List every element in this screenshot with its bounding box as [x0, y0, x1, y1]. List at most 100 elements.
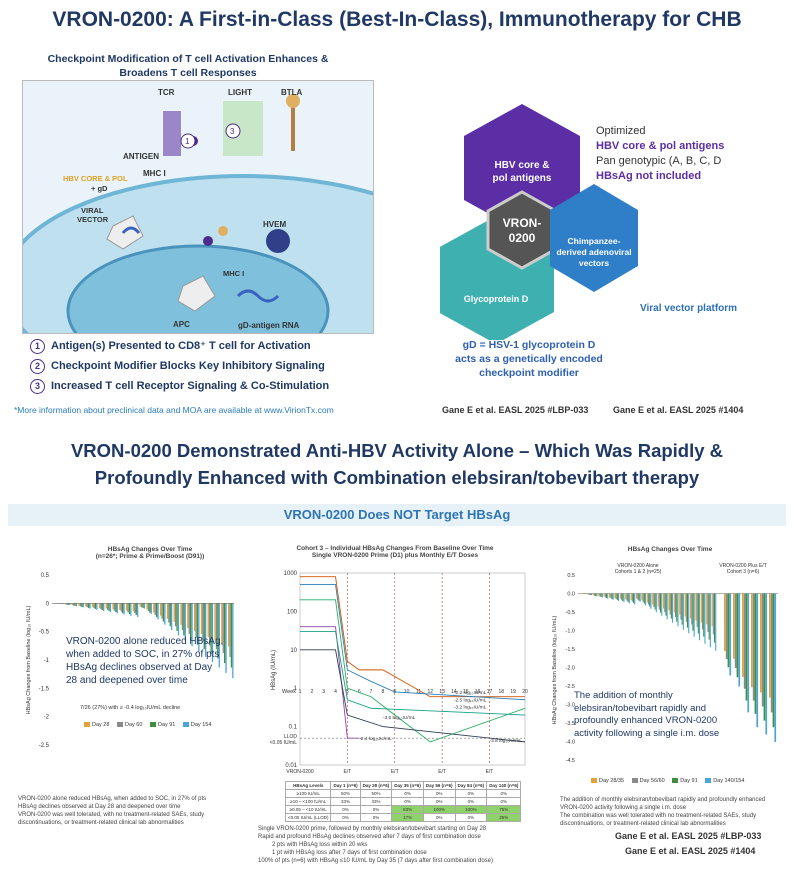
table-header-cell: Day 56 (n=6) [422, 781, 456, 790]
waterfall-bar [595, 593, 597, 596]
table-cell: ≥100 IU/mL [284, 789, 332, 798]
step-number: 3 [30, 378, 45, 394]
week-tick: 12 [427, 689, 433, 695]
waterfall-bar [184, 603, 186, 641]
label-apc: APC [173, 320, 190, 329]
table-cell: 17% [391, 813, 424, 822]
y-tick-label: -3.0 [566, 703, 575, 709]
waterfall-bar [685, 593, 687, 623]
legend-label: Day 140/154 [713, 778, 745, 784]
waterfall-bar [706, 593, 708, 625]
waterfall-bar [691, 593, 693, 625]
bullet-item: VRON-0200 was well tolerated, with no tr… [18, 812, 205, 826]
waterfall-bar [631, 593, 633, 602]
waterfall-bar [634, 593, 636, 605]
step3-marker [225, 123, 241, 139]
y-tick-label: -4.0 [566, 740, 575, 746]
bullet-item: Rapid and profound HBsAg declines observ… [258, 834, 481, 840]
waterfall-bar [154, 603, 156, 615]
combo-bar [774, 593, 777, 742]
lloq-label: <0.05 IU/mL [270, 740, 298, 746]
optimized-block: Optimized HBV core & pol antigens Pan ge… [596, 124, 724, 184]
hex-hbv-antigens [464, 104, 580, 232]
y-tick-label: -1.5 [39, 686, 50, 692]
combo-bar [756, 593, 759, 728]
waterfall-bar [94, 603, 97, 609]
left-callout: VRON-0200 alone reduced HBsAg, when adde… [66, 635, 226, 687]
label-mhc1: MHC I [143, 169, 166, 178]
combo-bar [747, 593, 750, 713]
waterfall-bar [191, 603, 193, 647]
legend-swatch [705, 778, 712, 784]
left-chart-title: HBsAg Changes Over Time (n=26*; Prime & … [50, 546, 250, 560]
waterfall-bar [171, 603, 173, 631]
table-cell: 0% [454, 813, 488, 822]
combo-bar [727, 593, 730, 668]
waterfall-bar [183, 603, 185, 636]
waterfall-bar [116, 603, 118, 614]
waterfall-bar [649, 593, 651, 607]
waterfall-bar [229, 603, 231, 657]
waterfall-bar [673, 593, 675, 613]
waterfall-bar [215, 603, 218, 650]
waterfall-bar [195, 603, 197, 638]
table-cell: 100% [422, 805, 456, 814]
waterfall-bar [107, 603, 109, 610]
waterfall-bar [82, 603, 84, 608]
section-title: VRON-0200 Demonstrated Anti-HBV Activity… [70, 440, 724, 488]
combo-bar [751, 593, 753, 688]
waterfall-bar [655, 593, 657, 613]
week-tick: 16 [475, 689, 481, 695]
group-label: Cohort 3 (n=6) [727, 569, 760, 575]
waterfall-bar [693, 593, 695, 637]
y-tick-label: -0.5 [39, 630, 50, 636]
waterfall-bar [173, 603, 175, 622]
combo-bar [772, 593, 775, 728]
waterfall-bar [96, 603, 98, 610]
waterfall-bar [205, 603, 207, 657]
y-tick-label: -1.0 [566, 629, 575, 635]
ref-lbp: Gane E et al. EASL 2025 #LBP-033 [442, 405, 589, 415]
opt-line: Pan genotypic (A, B, C, D [596, 155, 722, 167]
table-cell: 0% [330, 813, 361, 822]
y-tick-label: -2.0 [566, 666, 575, 672]
waterfall-bar [598, 593, 600, 596]
waterfall-bar [187, 603, 189, 628]
chart-title-text: Cohort 3 – Individual HBsAg Changes From… [296, 545, 494, 552]
waterfall-bar [715, 593, 717, 651]
opt-line: HBsAg not included [596, 170, 702, 182]
y-axis-label: HBsAg Changes from Baseline (log₁₀ IU/mL… [552, 615, 558, 724]
table-cell: ≥0.05 – <10 IU/mL [284, 805, 332, 814]
y-tick-label: 0 [46, 601, 50, 607]
hex-gly-text: Glycoprotein D [464, 294, 529, 304]
waterfall-bar [74, 603, 76, 606]
change-annotation: -3.8 log₁₀IU/mL [489, 738, 522, 744]
patient-line [300, 626, 360, 739]
waterfall-bar [592, 593, 594, 596]
bullet-item: The addition of monthly elebsiran/tobevi… [560, 797, 766, 811]
dose-mark: E/T [486, 769, 494, 775]
waterfall-bar [196, 603, 199, 645]
bullet-item: HBsAg declines observed at Day 28 and de… [18, 804, 181, 810]
hex-vron-text: 0200 [509, 231, 536, 245]
change-annotation: -2.4 log₁₀IU/mL [359, 736, 392, 742]
table-cell: 0% [486, 789, 522, 798]
table-cell: 0% [454, 797, 488, 806]
bullet-item: 100% of pts (n=6) with HBsAg ≤10 IU/mL b… [258, 858, 494, 864]
waterfall-bar [666, 593, 668, 620]
waterfall-bar [670, 593, 672, 619]
legend-swatch [182, 722, 189, 728]
btla-head [286, 94, 300, 108]
gd-dot [218, 226, 228, 236]
y-tick-label: 0.5 [567, 573, 575, 579]
dose-mark: E/T [438, 769, 446, 775]
table-cell: 0% [486, 797, 522, 806]
waterfall-bar [604, 593, 606, 598]
waterfall-bar [645, 593, 647, 606]
waterfall-bar [625, 593, 627, 600]
dose-mark: E/T [391, 769, 399, 775]
waterfall-bar [642, 593, 644, 603]
